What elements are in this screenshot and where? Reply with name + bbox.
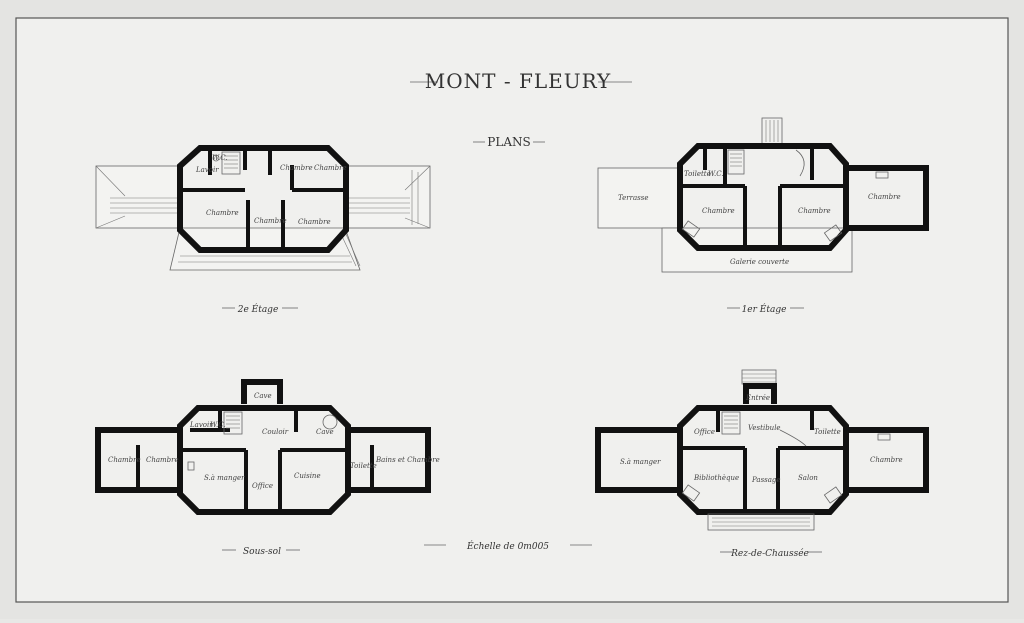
drawing-subtitle: PLANS (487, 135, 530, 149)
room-label: W.C. (212, 154, 228, 162)
room-label: W.C. (210, 421, 226, 429)
room-label: S.à manger (204, 474, 245, 482)
room-label: Chambre (206, 209, 239, 217)
room-label: Bibliothèque (693, 474, 739, 482)
plan-caption-ground-floor: Rez-de-Chaussée (730, 548, 809, 559)
room-label: Chambre (702, 207, 735, 215)
room-label: Toilette (684, 170, 711, 178)
room-label: Terrasse (618, 194, 648, 202)
room-label: Galerie couverte (730, 258, 789, 266)
room-label: Chambre (314, 164, 347, 172)
room-label: Office (694, 428, 715, 436)
plan-ground-floor: Entrée Office Vestibule Toilette S.à man… (595, 369, 929, 559)
plan-second-floor: Lavoir W.C. Chambre Chambre Chambre Cham… (95, 145, 431, 315)
plan-caption-basement: Sous-sol (243, 547, 281, 557)
room-label: Toilette (350, 462, 377, 470)
drawing-title: MONT - FLEURY (425, 69, 611, 93)
room-label: Cave (316, 428, 334, 436)
room-label: S.à manger (620, 458, 661, 466)
room-label: Couloir (262, 428, 289, 436)
plan-basement: Cave Lavoir W.C. Couloir Cave Chambre Ch… (95, 379, 440, 557)
room-label: Chambre (868, 193, 901, 201)
room-label: Chambre (108, 456, 141, 464)
room-label: Chambre (254, 217, 287, 225)
room-label: Chambre (870, 456, 903, 464)
room-label: Entrée (745, 394, 770, 402)
room-label: Bains et Chambre (375, 456, 440, 464)
room-label: Cuisine (294, 472, 321, 480)
room-label: Chambre (298, 218, 331, 226)
room-label: Office (252, 482, 273, 490)
room-label: W.C. (708, 170, 724, 178)
plan-caption-second-floor: 2e Étage (237, 303, 279, 315)
room-label: Vestibule (748, 424, 781, 432)
room-label: Chambre (280, 164, 313, 172)
plan-caption-first-floor: 1er Étage (742, 303, 787, 315)
room-label: Cave (254, 392, 272, 400)
room-label: Lavoir (189, 421, 213, 429)
scale-label: Échelle de 0m005 (466, 540, 549, 552)
room-label: Passage (751, 476, 781, 484)
room-label: Chambre (798, 207, 831, 215)
room-label: Chambre (146, 456, 179, 464)
room-label: Salon (798, 474, 818, 482)
plan-first-floor: Terrasse Toilette W.C. Chambre Chambre C… (597, 117, 929, 315)
room-label: Toilette (814, 428, 841, 436)
room-label: Lavoir (195, 166, 219, 174)
paper-border (15, 17, 1009, 603)
